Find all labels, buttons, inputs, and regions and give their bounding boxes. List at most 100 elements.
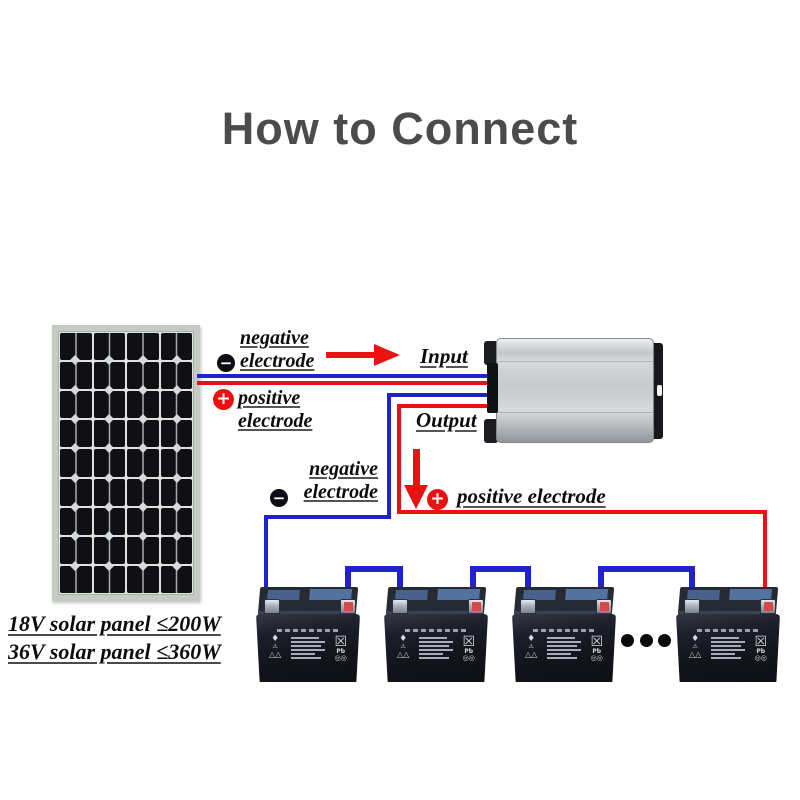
battery-warning-icon: ⚠ [528, 643, 534, 651]
minus-icon: − [217, 354, 235, 372]
battery-crest-icon: ♦ [271, 634, 280, 644]
battery: ♦ ⚠ △△ ☒ Pb ◎◎ [676, 585, 780, 685]
panel-positive-label: positive electrode [238, 387, 312, 433]
solar-cell [60, 449, 92, 477]
solar-cell [93, 391, 125, 419]
battery-text-lines [546, 635, 581, 663]
battery: ♦ ⚠ △△ ☒ Pb ◎◎ [256, 585, 360, 685]
solar-cell [127, 478, 159, 506]
controller-ridge-top [497, 361, 653, 363]
battery-warning-icon: ⚠ [400, 643, 406, 651]
caption-line-2: 36V solar panel ≤360W [8, 639, 221, 664]
battery-text-lines [710, 635, 745, 663]
battery-positive-terminal [468, 599, 484, 614]
battery-label-header [277, 629, 339, 632]
wire-output-negative-h2 [264, 515, 391, 519]
battery-pb-mark: Pb [336, 648, 346, 655]
wire-output-positive-v1 [397, 404, 401, 514]
wire-output-negative-h1 [387, 393, 494, 397]
arrow-right-icon [326, 352, 376, 358]
solar-cell [93, 536, 125, 564]
solar-cell [160, 507, 192, 535]
battery-negative-terminal [392, 599, 408, 614]
battery-negative-terminal [684, 599, 700, 614]
page-title: How to Connect [221, 103, 579, 154]
battery-warning-triangles-icon: △△ [525, 649, 538, 659]
battery-positive-label: positive electrode [457, 484, 606, 508]
jumper-wire-2-right [525, 566, 531, 604]
minus-icon: − [270, 489, 288, 507]
jumper-wire-2-left [470, 566, 476, 604]
solar-panel-caption: 18V solar panel ≤200W 36V solar panel ≤3… [8, 610, 268, 666]
solar-cell [160, 420, 192, 448]
caption-line-1: 18V solar panel ≤200W [8, 611, 221, 636]
battery-warning-triangles-icon: △△ [269, 649, 282, 659]
battery-negative-terminal [264, 599, 280, 614]
battery-print-label: ♦ ⚠ △△ ☒ Pb ◎◎ [525, 629, 603, 671]
battery-negative-terminal [520, 599, 536, 614]
solar-cell [60, 565, 92, 593]
battery-print-label: ♦ ⚠ △△ ☒ Pb ◎◎ [269, 629, 347, 671]
battery-pb-mark: Pb [464, 648, 474, 655]
battery-warning-icon: ⚠ [692, 643, 698, 651]
solar-cell [160, 391, 192, 419]
solar-cell [60, 391, 92, 419]
battery-warning-icon: ⚠ [272, 643, 278, 651]
battery-negative-line1: negative [309, 458, 378, 480]
solar-cell [160, 478, 192, 506]
jumper-wire-1-top [345, 566, 403, 572]
solar-cell [93, 478, 125, 506]
ellipsis-dot [658, 634, 671, 647]
wire-input-positive [197, 381, 496, 385]
battery-front-face: ♦ ⚠ △△ ☒ Pb ◎◎ [384, 614, 488, 682]
solar-cell [160, 362, 192, 390]
arrow-down-icon [413, 449, 420, 487]
wire-output-positive-h1 [399, 404, 494, 408]
wire-output-negative-v2 [264, 515, 268, 607]
battery-warning-triangles-icon: △△ [397, 649, 410, 659]
controller-tab-bottom-left [484, 419, 498, 443]
jumper-wire-2-top [470, 566, 531, 572]
battery-negative-line2: electrode [303, 481, 378, 503]
battery-front-face: ♦ ⚠ △△ ☒ Pb ◎◎ [676, 614, 780, 682]
battery-recycle-icons: ◎◎ [754, 654, 767, 663]
wire-output-positive-h2 [397, 510, 767, 514]
panel-negative-label: negative electrode [240, 327, 314, 373]
solar-cell [127, 449, 159, 477]
battery-print-label: ♦ ⚠ △△ ☒ Pb ◎◎ [397, 629, 475, 671]
battery-crest-icon: ♦ [399, 634, 408, 644]
solar-cell [127, 507, 159, 535]
plus-icon: + [213, 389, 234, 410]
controller-ridge-bottom [497, 412, 653, 414]
plus-icon: + [427, 489, 448, 510]
solar-cell [127, 391, 159, 419]
panel-positive-line2: electrode [238, 410, 313, 432]
wire-input-negative [197, 374, 496, 378]
solar-cell [127, 362, 159, 390]
battery-recycle-icons: ◎◎ [334, 654, 347, 663]
solar-cell [160, 449, 192, 477]
battery-crossed-bin-icon: ☒ [334, 634, 347, 650]
battery-front-face: ♦ ⚠ △△ ☒ Pb ◎◎ [512, 614, 616, 682]
solar-cell [127, 420, 159, 448]
jumper-wire-1-right [397, 566, 403, 604]
solar-cell [93, 362, 125, 390]
battery-label-header [697, 629, 759, 632]
input-label: Input [420, 344, 468, 368]
battery-crest-icon: ♦ [691, 634, 700, 644]
battery-recycle-icons: ◎◎ [590, 654, 603, 663]
battery-pb-mark: Pb [756, 648, 766, 655]
solar-cell [93, 507, 125, 535]
panel-negative-line1: negative [240, 327, 309, 349]
solar-cell [60, 478, 92, 506]
panel-positive-line1: positive [238, 387, 301, 409]
battery-pb-mark: Pb [592, 648, 602, 655]
solar-cell [60, 507, 92, 535]
battery-recycle-icons: ◎◎ [462, 654, 475, 663]
solar-cell [60, 362, 92, 390]
output-label: Output [416, 408, 477, 432]
solar-cell [60, 536, 92, 564]
arrow-down-head-icon [404, 485, 428, 509]
wire-output-positive-v2 [763, 510, 767, 607]
wire-output-negative-v1 [387, 393, 391, 519]
